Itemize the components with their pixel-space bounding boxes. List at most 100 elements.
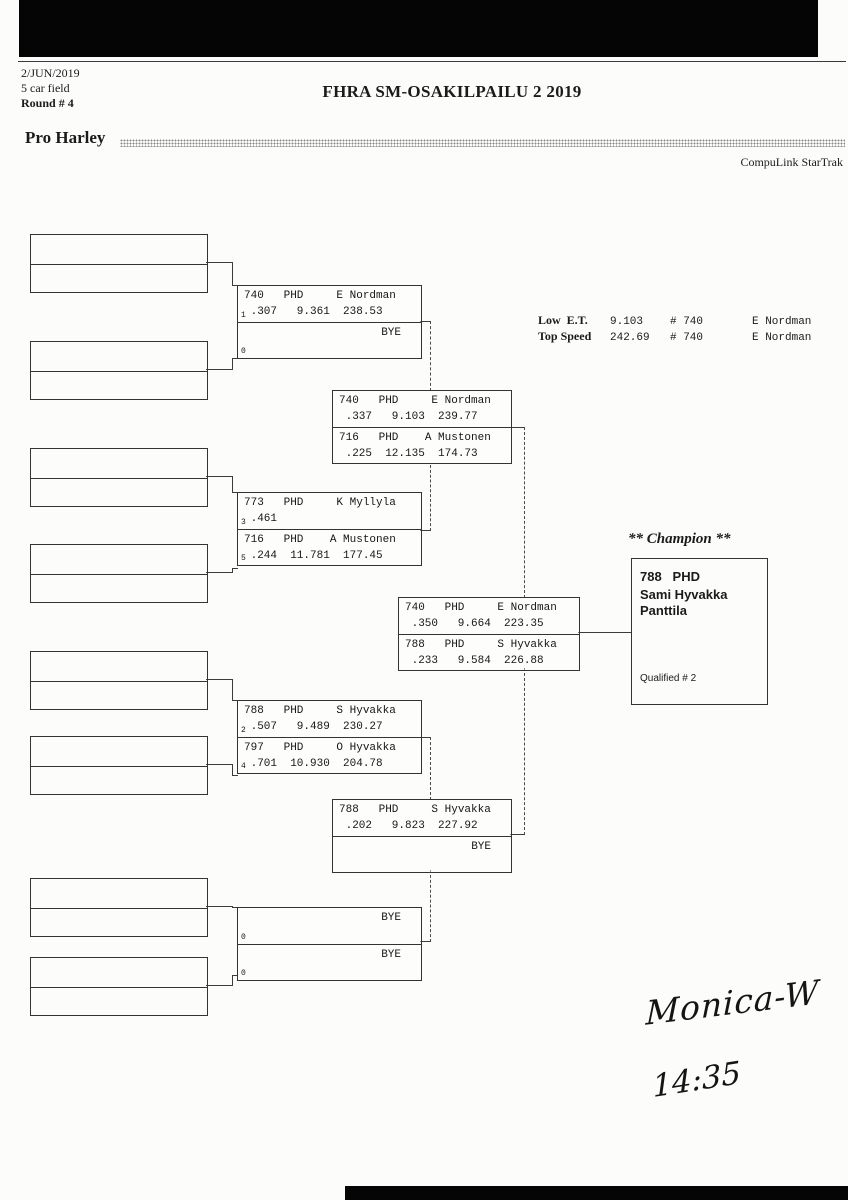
match-qf-4: BYE 0 BYE 0 — [237, 907, 422, 981]
connector-line — [510, 427, 525, 428]
lane-number: 0 — [241, 347, 246, 356]
scan-artifact-bottom — [345, 1186, 848, 1200]
lane-number: 4 — [241, 762, 246, 771]
champion-heading: ** Champion ** — [628, 531, 731, 547]
pair-box-divider — [31, 765, 207, 767]
pair-box-divider — [31, 263, 207, 265]
match-slot: 740 PHD E Nordman .307 9.361 238.53 1 — [238, 286, 421, 322]
connector-line — [420, 321, 431, 322]
connector-line — [206, 764, 232, 765]
connector-line-dashed — [430, 870, 431, 942]
connector-line — [206, 906, 232, 907]
entry-line1: 788 PHD S Hyvakka — [339, 804, 491, 816]
match-slot: BYE 0 — [238, 944, 421, 980]
connector-line — [232, 975, 233, 986]
match-slot: BYE 0 — [238, 322, 421, 358]
entry-line1: 740 PHD E Nordman — [244, 290, 396, 302]
handwritten-signature: Monica-W — [645, 972, 820, 1033]
connector-line — [420, 530, 431, 531]
connector-line — [578, 632, 632, 633]
event-title: FHRA SM-OSAKILPAILU 2 2019 — [322, 82, 582, 101]
round1-pair-box — [30, 341, 208, 400]
class-divider-band — [120, 139, 845, 147]
round1-pair-box — [30, 957, 208, 1016]
champion-qualified: Qualified # 2 — [640, 673, 697, 684]
entry-line2: .233 9.584 226.88 — [405, 655, 544, 667]
connector-line — [232, 285, 238, 286]
champion-box: 788 PHD Sami Hyvakka Panttila Qualified … — [631, 558, 768, 705]
round1-pair-box — [30, 651, 208, 710]
round1-pair-box — [30, 736, 208, 795]
low-et-row: Low E.T. 9.103 # 740 E Nordman — [538, 313, 811, 328]
connector-line — [206, 369, 232, 370]
connector-line — [232, 679, 233, 701]
match-slot: 788 PHD S Hyvakka .202 9.823 227.92 — [333, 800, 511, 836]
pair-box-divider — [31, 907, 207, 909]
connector-line — [420, 941, 431, 942]
entry-line2: .225 12.135 174.73 — [339, 448, 478, 460]
entry-line1: 740 PHD E Nordman — [405, 602, 557, 614]
connector-line-dashed — [430, 737, 431, 800]
entry-line1: 716 PHD A Mustonen — [339, 432, 491, 444]
entry-line2: .507 9.489 230.27 — [244, 721, 383, 733]
scan-artifact-top — [19, 0, 818, 57]
connector-line-dashed — [430, 321, 431, 391]
match-final: 740 PHD E Nordman .350 9.664 223.35 788 … — [398, 597, 580, 671]
match-slot: 716 PHD A Mustonen .244 11.781 177.45 5 — [238, 529, 421, 565]
match-slot: BYE 0 — [238, 908, 421, 944]
entry-line1: BYE — [471, 841, 491, 853]
connector-line — [232, 907, 238, 908]
entry-line2: .244 11.781 177.45 — [244, 550, 383, 562]
connector-line — [232, 568, 238, 569]
low-et-driver: E Nordman — [752, 316, 812, 328]
connector-line — [232, 262, 233, 286]
entry-line2: .202 9.823 227.92 — [339, 820, 478, 832]
top-speed-row: Top Speed 242.69 # 740 E Nordman — [538, 329, 811, 344]
lane-number: 3 — [241, 518, 246, 527]
match-slot: 788 PHD S Hyvakka .233 9.584 226.88 — [399, 634, 579, 670]
match-sf-2: 788 PHD S Hyvakka .202 9.823 227.92 BYE — [332, 799, 512, 873]
match-slot: BYE — [333, 836, 511, 872]
match-slot: 716 PHD A Mustonen .225 12.135 174.73 — [333, 427, 511, 463]
lane-number: 1 — [241, 311, 246, 320]
match-slot: 773 PHD K Myllyla .461 3 — [238, 493, 421, 529]
round-number: Round # 4 — [21, 96, 74, 110]
connector-line — [232, 764, 233, 776]
round1-pair-box — [30, 878, 208, 937]
round1-pair-box — [30, 448, 208, 507]
handwritten-time: 14:35 — [651, 1054, 742, 1106]
top-speed-car: # 740 — [670, 332, 704, 344]
champion-last-name: Panttila — [640, 603, 687, 618]
pair-box-divider — [31, 370, 207, 372]
champion-first-name: Sami Hyvakka — [640, 587, 728, 602]
entry-line1: 773 PHD K Myllyla — [244, 497, 396, 509]
match-slot: 788 PHD S Hyvakka .507 9.489 230.27 2 — [238, 701, 421, 737]
entry-line1: BYE — [381, 912, 401, 924]
entry-line1: 716 PHD A Mustonen — [244, 534, 396, 546]
match-qf-2: 773 PHD K Myllyla .461 3 716 PHD A Musto… — [237, 492, 422, 566]
low-et-value: 9.103 — [610, 316, 644, 328]
entry-line2: .350 9.664 223.35 — [405, 618, 544, 630]
entry-line1: 788 PHD S Hyvakka — [405, 639, 557, 651]
match-slot: 740 PHD E Nordman .350 9.664 223.35 — [399, 598, 579, 634]
entry-line1: BYE — [381, 327, 401, 339]
entry-line2: .461 — [244, 513, 278, 525]
connector-line — [232, 975, 238, 976]
entry-line1: 788 PHD S Hyvakka — [244, 705, 396, 717]
entry-line1: 797 PHD O Hyvakka — [244, 742, 396, 754]
lane-number: 0 — [241, 933, 246, 942]
pair-box-divider — [31, 986, 207, 988]
entry-line1: BYE — [381, 949, 401, 961]
timing-system-brand: CompuLink StarTrak — [740, 155, 843, 169]
connector-line — [232, 568, 233, 573]
connector-line — [206, 262, 232, 263]
connector-line-dashed — [430, 465, 431, 531]
field-size: 5 car field — [21, 81, 70, 95]
entry-line1: 740 PHD E Nordman — [339, 395, 491, 407]
match-qf-3: 788 PHD S Hyvakka .507 9.489 230.27 2 79… — [237, 700, 422, 774]
match-qf-1: 740 PHD E Nordman .307 9.361 238.53 1 BY… — [237, 285, 422, 359]
connector-line-dashed — [524, 427, 525, 598]
connector-line — [206, 985, 232, 986]
lane-number: 2 — [241, 726, 246, 735]
